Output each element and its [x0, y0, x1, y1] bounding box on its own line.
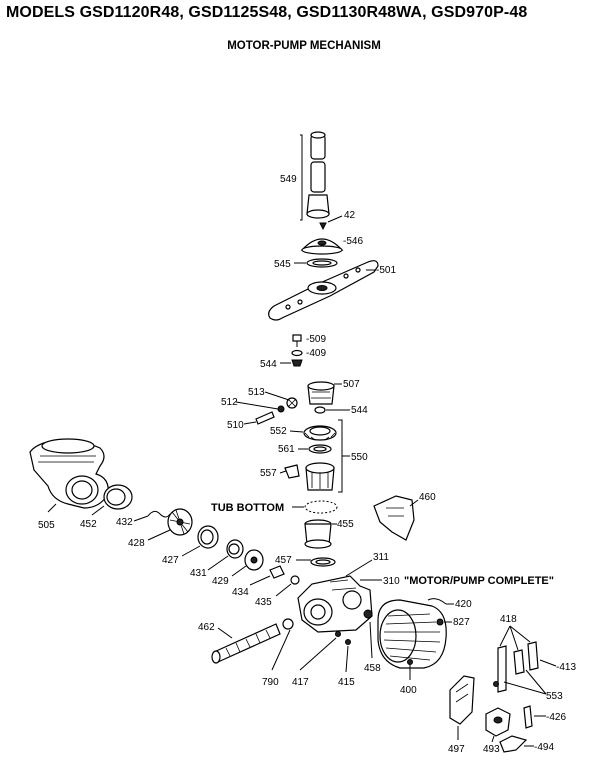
part-418-switch — [497, 641, 539, 693]
part-434-nut — [269, 565, 285, 579]
page-title: MODELS GSD1120R48, GSD1125S48, GSD1130R4… — [6, 4, 528, 21]
part-452-clamp — [103, 484, 133, 510]
part-497-bracket — [449, 675, 475, 725]
page-subtitle: MOTOR-PUMP MECHANISM — [227, 40, 381, 52]
label-452: 452 — [80, 519, 97, 530]
part-549-tube — [306, 131, 330, 219]
label-417: 417 — [292, 677, 309, 688]
label-513: 513 — [248, 387, 265, 398]
label-546: -546 — [343, 236, 363, 247]
part-462-hose — [211, 623, 281, 664]
label-512: 512 — [221, 397, 238, 408]
label-494: -494 — [534, 742, 554, 753]
part-458-bolt — [363, 609, 373, 619]
bracket-549 — [300, 134, 303, 221]
label-561: 561 — [278, 444, 295, 455]
part-513-impeller — [286, 397, 298, 409]
label-505: 505 — [38, 520, 55, 531]
part-310-pump-body — [297, 575, 373, 633]
label-462: 462 — [198, 622, 215, 633]
part-544-nut-b — [314, 406, 326, 414]
label-553: 553 — [546, 691, 563, 702]
part-435-washer — [290, 575, 300, 585]
part-400-screw — [407, 659, 413, 665]
label-418: 418 — [500, 614, 517, 625]
label-409: -409 — [306, 348, 326, 359]
label-431: 431 — [190, 568, 207, 579]
part-420-wire — [427, 598, 447, 605]
label-550: 550 — [351, 452, 368, 463]
label-426: -426 — [546, 712, 566, 723]
part-507-housing — [307, 381, 335, 405]
part-512-gear — [277, 405, 285, 413]
label-497: 497 — [448, 744, 465, 755]
part-545-seal — [306, 258, 338, 268]
part-505-sump — [29, 438, 109, 509]
label-509: -509 — [306, 334, 326, 345]
label-510: 510 — [227, 420, 244, 431]
part-494-block — [499, 735, 528, 753]
part-457-ring — [310, 557, 336, 567]
label-790: 790 — [262, 677, 279, 688]
part-460-cover — [373, 495, 415, 541]
label-415: 415 — [338, 677, 355, 688]
label-420: 420 — [455, 599, 472, 610]
part-510-screw — [255, 411, 275, 425]
part-553-screw — [493, 681, 499, 687]
part-42-screw — [319, 222, 327, 231]
motor-pump-complete-label: "MOTOR/PUMP COMPLETE" — [404, 575, 554, 587]
label-493: 493 — [483, 744, 500, 755]
part-546-hub — [300, 238, 344, 255]
label-400: 400 — [400, 685, 417, 696]
label-557: 557 — [260, 468, 277, 479]
part-429-disc — [244, 549, 264, 571]
part-415-screw — [345, 639, 351, 645]
part-550-cup — [305, 462, 335, 491]
label-549: 549 — [280, 174, 297, 185]
label-432: 432 — [116, 517, 133, 528]
label-501: -501 — [376, 265, 396, 276]
label-428: 428 — [128, 538, 145, 549]
part-motor — [377, 599, 447, 669]
label-552: 552 — [270, 426, 287, 437]
label-310: 310 — [383, 576, 400, 587]
label-455: 455 — [337, 519, 354, 530]
label-311: 311 — [373, 552, 389, 563]
label-545: 545 — [274, 259, 291, 270]
label-429: 429 — [212, 576, 229, 587]
part-409-washer — [291, 349, 303, 357]
label-42: 42 — [344, 210, 356, 221]
part-544-nut — [291, 359, 303, 367]
part-426-pin — [523, 705, 533, 729]
part-417-screw — [335, 631, 341, 637]
part-561-ring — [308, 444, 332, 454]
part-501-spray-arm — [268, 260, 379, 321]
label-460: 460 — [419, 492, 436, 503]
label-457: 457 — [275, 555, 292, 566]
label-413: -413 — [556, 662, 576, 673]
part-509-screw — [292, 334, 302, 347]
label-435: 435 — [255, 597, 272, 608]
part-827-connector — [436, 618, 444, 626]
part-493-clamp — [485, 707, 511, 737]
label-434: 434 — [232, 587, 249, 598]
label-827: 827 — [453, 617, 470, 628]
label-507: 507 — [343, 379, 360, 390]
label-458: 458 — [364, 663, 381, 674]
part-455-strainer — [304, 519, 332, 549]
part-790-fitting — [282, 618, 294, 630]
part-431-ring — [226, 539, 244, 559]
part-557-clip — [284, 464, 300, 479]
label-544-b: 544 — [351, 405, 368, 416]
label-544-a: 544 — [260, 359, 277, 370]
label-427: 427 — [162, 555, 179, 566]
part-552-gear-ring — [303, 425, 337, 441]
tub-bottom-ring — [304, 500, 338, 514]
part-428-impeller — [167, 508, 193, 536]
part-432-clip — [147, 510, 171, 518]
tub-bottom-label: TUB BOTTOM — [211, 502, 284, 514]
part-427-ring — [197, 525, 219, 549]
